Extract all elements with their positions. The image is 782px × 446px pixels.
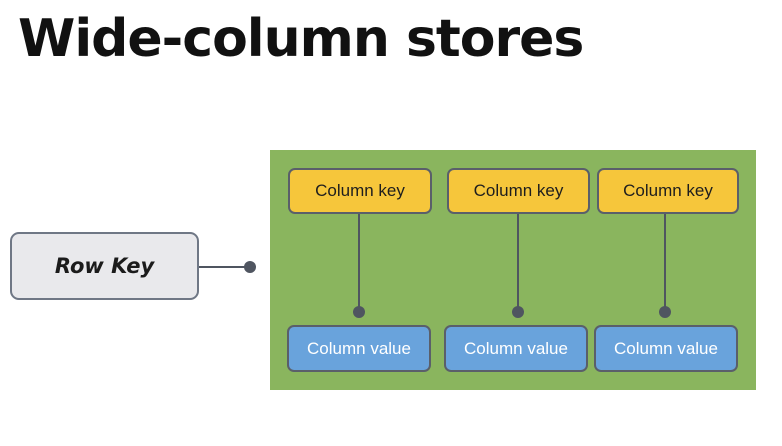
page-title: Wide-column stores <box>18 9 584 69</box>
column-key-box: Column key <box>288 168 432 214</box>
column-connector-dot <box>512 306 524 318</box>
column-family-panel: Column key Column value Column key Colum… <box>270 150 756 390</box>
row-key-box: Row Key <box>10 232 199 300</box>
column-value-box: Column value <box>444 325 588 372</box>
column-value-box: Column value <box>594 325 738 372</box>
column-key-label: Column key <box>473 181 564 200</box>
column-connector-line <box>358 214 360 311</box>
column-value-label: Column value <box>307 338 411 358</box>
row-key-connector-line <box>199 266 249 268</box>
column-connector-line <box>517 214 519 311</box>
column-connector-dot <box>659 306 671 318</box>
column-connector-line <box>664 214 666 311</box>
column-value-label: Column value <box>464 338 568 358</box>
row-key-connector-dot <box>244 261 256 273</box>
column-key-label: Column key <box>315 181 405 200</box>
column-1: Column key Column value <box>270 150 432 390</box>
column-3: Column key Column value <box>580 150 750 390</box>
column-key-box: Column key <box>447 168 590 214</box>
column-value-label: Column value <box>614 338 718 358</box>
column-connector-dot <box>353 306 365 318</box>
row-key-label: Row Key <box>54 254 155 278</box>
column-value-box: Column value <box>287 325 431 372</box>
column-2: Column key Column value <box>430 150 592 390</box>
column-key-label: Column key <box>623 181 713 200</box>
column-key-box: Column key <box>597 168 739 214</box>
